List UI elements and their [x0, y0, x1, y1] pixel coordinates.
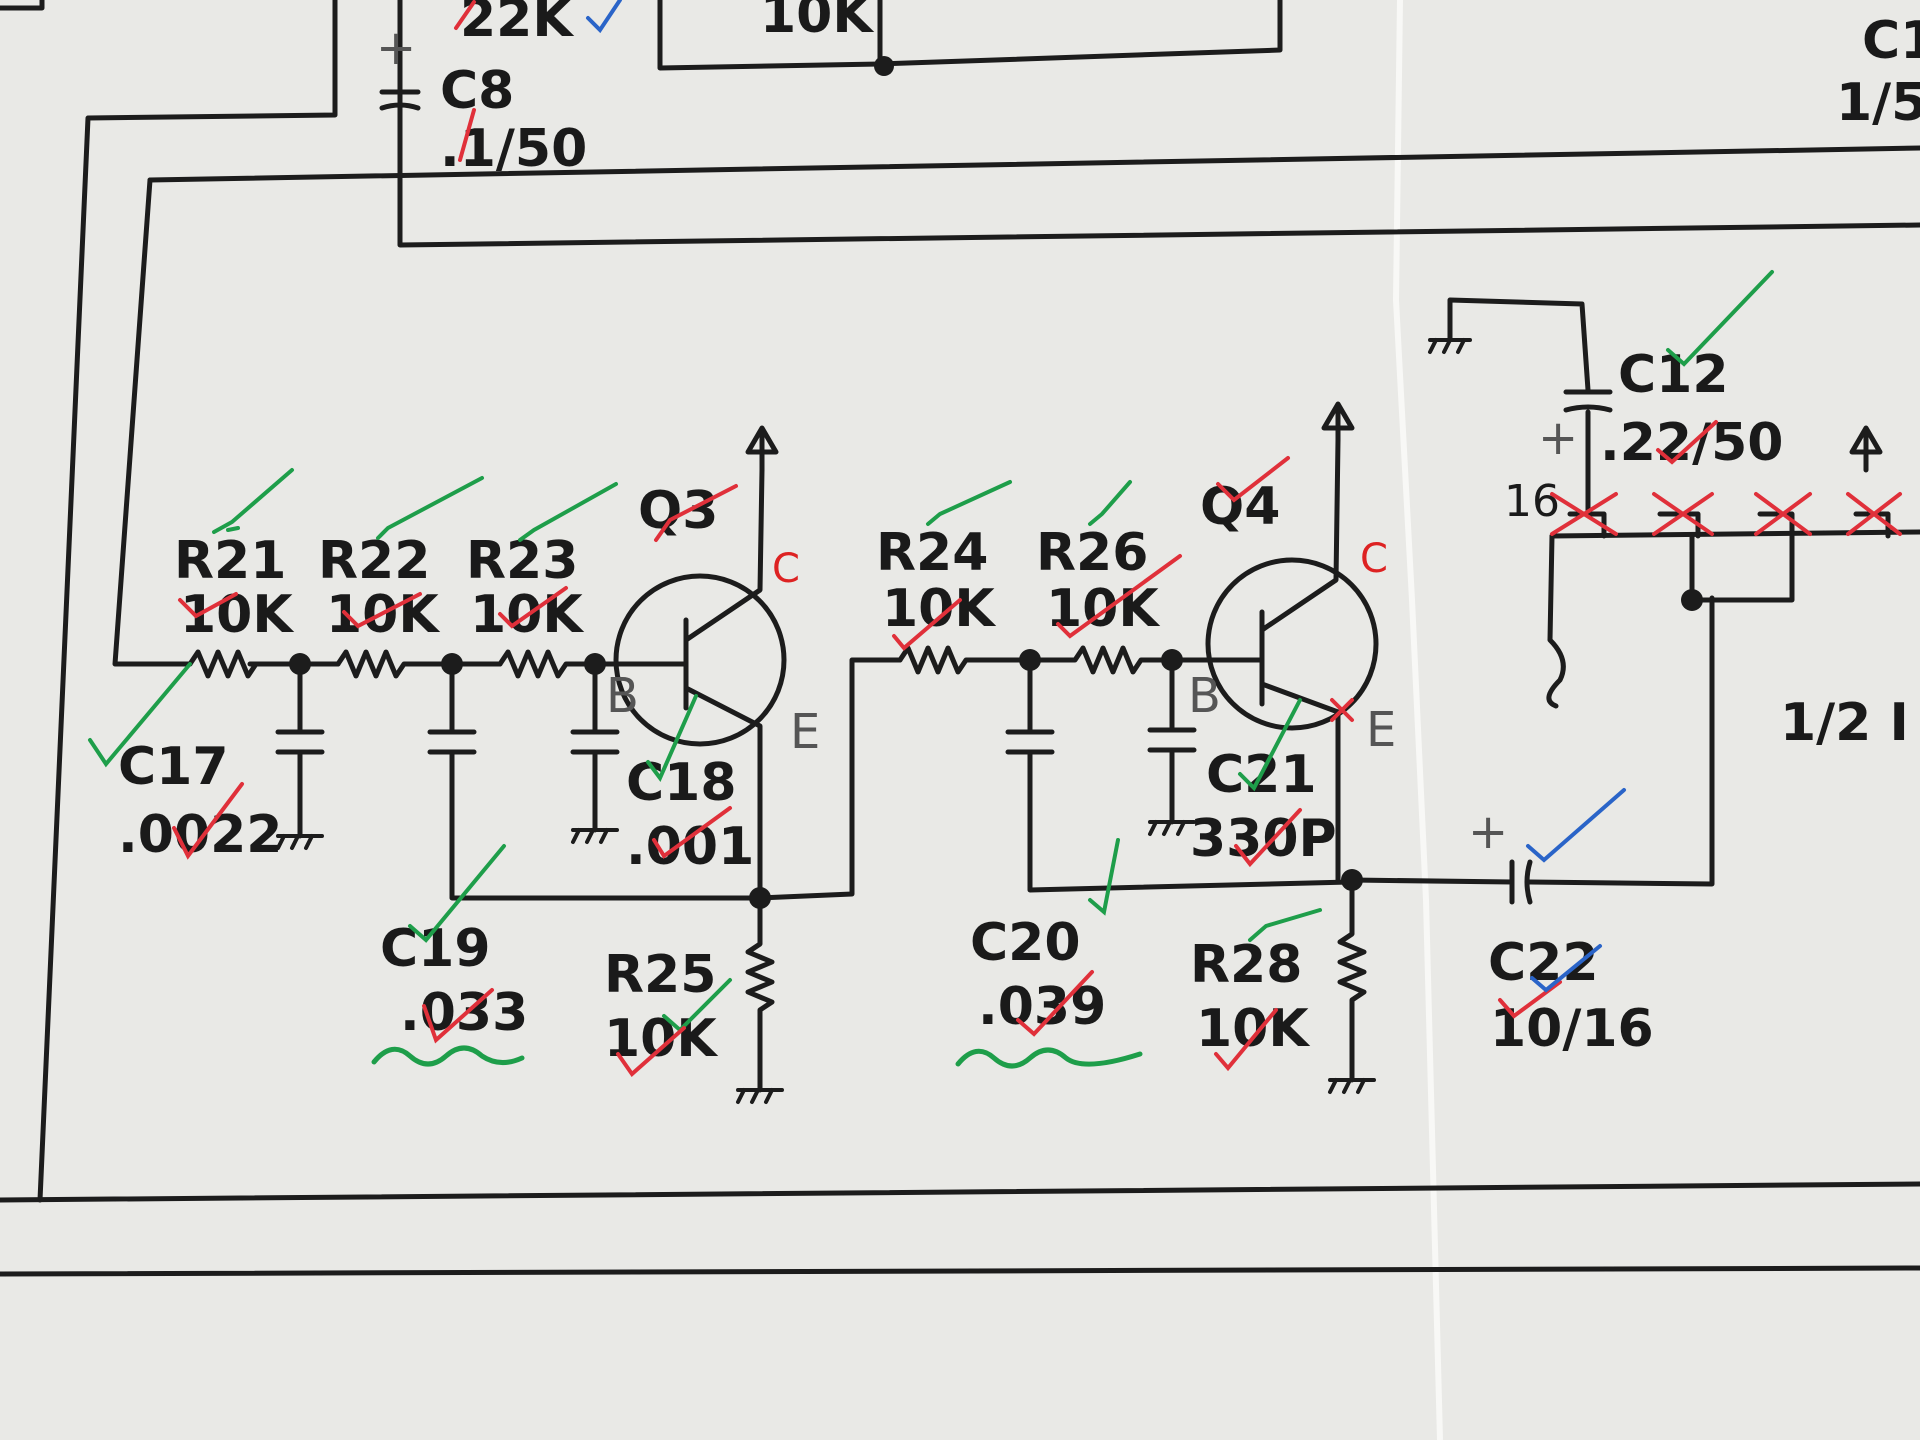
wire-bottom-bus-1 [0, 1181, 1920, 1203]
ground-ic [1428, 338, 1472, 354]
ground-c18 [571, 828, 619, 844]
c21-value: 330P [1190, 809, 1337, 869]
c12-plus: + [1538, 410, 1578, 466]
annotation-wave-c19 [371, 1045, 525, 1067]
resistor-r24-symbol [897, 645, 1033, 675]
top-resistor2-value: 10K [760, 0, 874, 45]
c22-plus: + [1468, 804, 1508, 860]
wire-feedback-down [112, 177, 193, 667]
q4-ref: Q4 [1200, 477, 1280, 537]
c17-ref: C17 [118, 737, 229, 797]
q3-base [662, 617, 689, 711]
wire-top-bus [397, 0, 1920, 248]
paper-fold [1392, 0, 1443, 1440]
q3-base-label: B [606, 668, 639, 724]
capacitor-c17-symbol [275, 661, 325, 839]
q3-collector-label: C [772, 546, 800, 592]
q4-emitter-label: E [1366, 702, 1396, 758]
capacitor-c21-symbol [1147, 657, 1197, 825]
resistor-r23-symbol [497, 649, 668, 679]
resistor-r22-symbol [335, 649, 503, 679]
capacitor-c19-symbol [427, 661, 763, 901]
r28-value: 10K [1196, 999, 1310, 1059]
r22-ref: R22 [318, 531, 430, 591]
q3-ref: Q3 [638, 481, 718, 541]
q4-collector [1259, 437, 1341, 633]
wire-top-mid [657, 0, 1283, 71]
c8-ref: C8 [440, 61, 514, 121]
c18-ref: C18 [626, 753, 737, 813]
ic-body-top [1549, 529, 1920, 539]
annotation-checks-blue [586, 0, 1626, 993]
q3-emitter-label: E [790, 704, 820, 760]
r25-ref: R25 [604, 945, 716, 1005]
q4-collector-label: C [1360, 536, 1388, 582]
c17-value: .0022 [118, 805, 282, 865]
junction-ic [1681, 589, 1703, 611]
resistor-r26-symbol [1027, 645, 1203, 675]
c18-value: .001 [626, 817, 754, 877]
wire-outer-left [37, 0, 338, 1203]
ic-body-notch [1546, 533, 1566, 709]
ic-half-label: 1/2 I [1780, 693, 1909, 753]
c22-value: 10/16 [1490, 999, 1654, 1059]
r24-ref: R24 [876, 523, 988, 583]
capacitor-c12-symbol [1563, 389, 1613, 515]
wire-top-left-corner [0, 0, 45, 11]
ic-pins [1567, 511, 1891, 539]
resistor-r25-symbol [745, 895, 775, 1093]
q3-collector [683, 467, 765, 643]
r28-ref: R28 [1190, 935, 1302, 995]
top-resistor-value: 22K [460, 0, 574, 49]
wire-bottom-bus-2 [0, 1265, 1920, 1277]
c8-plus: + [376, 20, 416, 76]
annotation-checks-green [88, 270, 1774, 1033]
junction-top [874, 56, 894, 76]
wire-c12-ground [1447, 297, 1591, 393]
r26-ref: R26 [1036, 523, 1148, 583]
wire-feedback-bus [147, 145, 1920, 183]
r23-ref: R23 [466, 531, 578, 591]
capacitor-c22-symbol [1349, 595, 1715, 905]
capacitor-c20-symbol [1005, 657, 1353, 893]
ic-supply-arrow [1849, 425, 1883, 473]
transistor-q3-body [613, 573, 787, 747]
q3-supply-arrow [745, 425, 779, 473]
top-right-cap-ref: C1 [1862, 11, 1920, 71]
annotation-wave-c20 [955, 1047, 1143, 1069]
ground-c17 [276, 834, 324, 850]
c20-ref: C20 [970, 913, 1081, 973]
capacitor-c8-symbol [379, 89, 421, 111]
capacitor-c18-symbol [570, 661, 620, 833]
wire-stage-link [757, 657, 903, 901]
ic-pin-label: 16 [1504, 476, 1560, 527]
ground-c21 [1148, 820, 1196, 836]
resistor-r21-symbol [187, 649, 341, 679]
ic-pin-loop [1689, 533, 1795, 603]
ground-r28 [1328, 1078, 1376, 1094]
q4-base-label: B [1188, 668, 1221, 724]
r24-value: 10K [882, 579, 996, 639]
annotation-checks-red [172, 0, 1902, 1077]
q4-supply-arrow [1321, 401, 1355, 443]
transistor-q4-body [1205, 557, 1379, 731]
q3-emitter [683, 685, 763, 903]
top-right-cap-value: 1/5 [1836, 73, 1920, 133]
resistor-r28-symbol [1337, 877, 1367, 1083]
ground-r25 [736, 1088, 784, 1104]
r21-ref: R21 [174, 531, 286, 591]
